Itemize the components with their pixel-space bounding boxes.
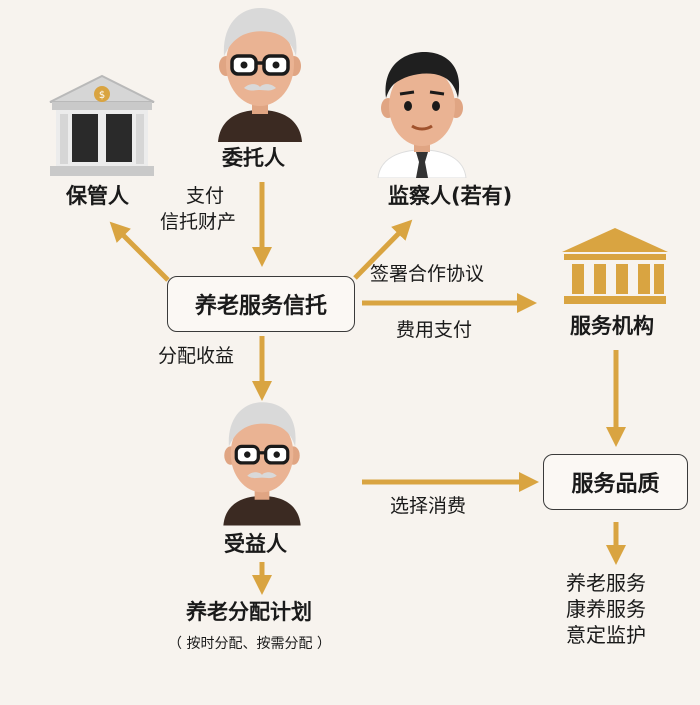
bank-icon: $ [49,74,155,176]
supervisor-label: 监察人(若有) [388,184,513,208]
edge-label-sign-agreement: 签署合作协议 [370,263,485,285]
trustor-label: 委托人 [222,146,285,170]
institution-building-icon [562,228,668,304]
elderly-man-icon [218,8,302,142]
elderly-beneficiary-icon [223,402,301,526]
distribution-plan-label: 养老分配计划 [186,600,312,624]
edge-label-distribute-income: 分配收益 [158,345,235,367]
elderly-care-trust-box: 养老服务信托 [167,276,355,332]
edge-label-trust-property: 信托财产 [160,211,237,233]
institution-label: 服务机构 [570,314,654,338]
edge-label-pay: 支付 [186,185,225,207]
beneficiary-label: 受益人 [224,532,287,556]
edge-label-choose-consumption: 选择消费 [390,495,467,517]
service-item-health-care: 康养服务 [566,597,646,621]
custodian-label: 保管人 [66,184,129,208]
service-quality-box: 服务品质 [543,454,688,510]
services-list: 养老服务 康养服务 意定监护 [566,570,646,648]
service-item-guardianship: 意定监护 [566,623,646,647]
arrow-trust-to-custodian [109,221,170,282]
distribution-plan-note: （ 按时分配、按需分配 ） [168,636,331,652]
service-item-elderly-care: 养老服务 [566,571,646,595]
arrow-trust-to-supervisor [353,219,413,280]
young-man-icon [377,52,467,178]
svg-text:$: $ [99,90,105,101]
edge-label-fee-payment: 费用支付 [396,319,473,341]
